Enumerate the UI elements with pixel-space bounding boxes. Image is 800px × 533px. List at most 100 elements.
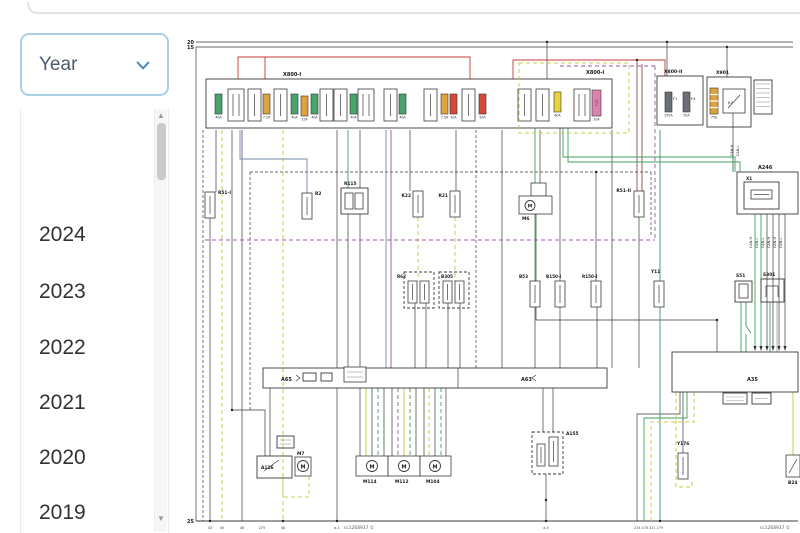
year-option[interactable]: 2023 xyxy=(39,280,86,303)
diagram-label: 234 476 321 279 xyxy=(634,526,663,530)
chevron-down-icon xyxy=(136,61,150,69)
relaybox-x901 xyxy=(706,76,752,128)
year-option[interactable]: 2021 xyxy=(39,391,86,414)
diagram-shape xyxy=(335,519,339,523)
scroll-down-icon[interactable]: ▼ xyxy=(157,514,165,523)
diagram-shape xyxy=(567,128,741,172)
diagram-label: CAN-L xyxy=(761,238,765,248)
diagram-label: A155 xyxy=(566,431,579,437)
diagram-shape xyxy=(237,56,471,79)
fusebox-subarea xyxy=(518,62,630,134)
relay-r62 xyxy=(403,271,435,309)
diagram-label: X800-I xyxy=(586,70,604,76)
year-dropdown[interactable]: Year xyxy=(20,33,169,96)
diagram-label: Y11 xyxy=(650,269,660,275)
relay-r51-2 xyxy=(633,190,645,218)
diagram-shape xyxy=(562,128,736,172)
diagram-label: 15 xyxy=(187,45,194,51)
diagram-shape xyxy=(398,460,410,472)
diagram-label: CAN-H xyxy=(749,237,753,248)
diagram-label: M xyxy=(301,465,306,471)
motor-m7 xyxy=(294,456,312,477)
scroll-up-icon[interactable]: ▲ xyxy=(157,111,165,120)
diagram-shape xyxy=(665,40,669,44)
fuse-rating-label: 40A xyxy=(215,116,222,120)
year-option[interactable]: 2019 xyxy=(39,501,86,524)
scrollbar-thumb[interactable] xyxy=(156,123,166,180)
diagram-shape xyxy=(276,435,295,449)
fuse xyxy=(290,93,299,115)
diagram-shape xyxy=(419,280,430,304)
scrollbar[interactable]: ▲ ▼ xyxy=(154,109,167,532)
diagram-shape xyxy=(788,458,798,474)
fuse xyxy=(262,93,271,115)
fuse-rating-label: 7.5A xyxy=(441,116,449,120)
fuse xyxy=(449,93,458,115)
module-a246 xyxy=(736,171,799,215)
diagram-shape xyxy=(247,88,262,122)
fuse xyxy=(300,95,309,117)
diagram-shape xyxy=(675,392,693,488)
year-option[interactable]: 2020 xyxy=(39,446,86,469)
diagram-label: R2 xyxy=(315,191,321,197)
diagram-shape xyxy=(344,192,354,210)
diagram-shape xyxy=(343,366,367,383)
diagram-label: cc1268937 © xyxy=(344,524,374,531)
diagram-label: cc1268937 © xyxy=(760,524,790,531)
module-a65-a63 xyxy=(262,366,608,389)
fuse-rating-label: 7.5A xyxy=(263,116,271,120)
module-a155 xyxy=(531,431,564,475)
relay-r21 xyxy=(449,190,461,218)
diagram-shape xyxy=(273,88,288,122)
fuse xyxy=(349,93,358,115)
diagram-shape xyxy=(239,130,308,193)
diagram-shape xyxy=(366,460,378,472)
diagram-shape xyxy=(736,171,799,215)
diagram-shape xyxy=(759,346,763,351)
diagram-shape xyxy=(281,519,285,523)
diagram-label: 20 xyxy=(187,40,194,46)
fuse xyxy=(214,93,223,115)
diagram-shape xyxy=(658,519,662,523)
diagram-label: 275 xyxy=(259,526,265,530)
diagram-label: X800-I xyxy=(283,72,301,78)
diagram-shape xyxy=(650,392,695,521)
diagram-shape xyxy=(403,271,435,309)
diagram-label: CAN-H xyxy=(767,237,771,248)
diagram-shape xyxy=(751,392,772,405)
year-option[interactable]: 2024 xyxy=(39,223,86,246)
fuse xyxy=(664,91,673,113)
diagram-shape xyxy=(722,392,748,405)
diagram-label: K7 xyxy=(728,100,733,105)
diagram-shape xyxy=(753,79,773,115)
diagram-label: A246 xyxy=(758,165,773,171)
diagram-label: CAN-L xyxy=(779,238,783,248)
diagram-shape xyxy=(643,392,688,521)
diagram-label: S301 xyxy=(763,272,775,278)
sensor-b305 xyxy=(438,271,470,309)
legend-box xyxy=(753,79,773,115)
diagram-shape xyxy=(383,88,398,122)
component-layer xyxy=(204,62,800,480)
diagram-shape xyxy=(783,346,787,351)
diagram-label: M7 xyxy=(297,451,304,457)
diagram-shape xyxy=(256,455,293,479)
fuse-rating-label: 75A xyxy=(711,116,718,120)
diagram-shape xyxy=(743,181,780,210)
diagram-shape xyxy=(734,280,753,303)
year-option[interactable]: 2022 xyxy=(39,336,86,359)
diagram-shape xyxy=(636,392,681,521)
year-options-panel: 2024 2023 2022 2021 2020 2019 2018 2017 … xyxy=(20,108,169,533)
fuse-rating-label: 250A xyxy=(664,114,673,118)
diagram-label: A65 xyxy=(281,377,292,383)
diagram-label: M xyxy=(370,465,375,471)
diagram-shape xyxy=(765,285,779,297)
diagram-label: B24 xyxy=(788,480,797,486)
diagram-label: R51-II xyxy=(616,188,631,194)
fuse-rating-label: 50A xyxy=(450,116,457,120)
diagram-shape xyxy=(423,88,438,122)
diagram-shape xyxy=(531,374,537,382)
diagram-shape xyxy=(671,351,799,393)
